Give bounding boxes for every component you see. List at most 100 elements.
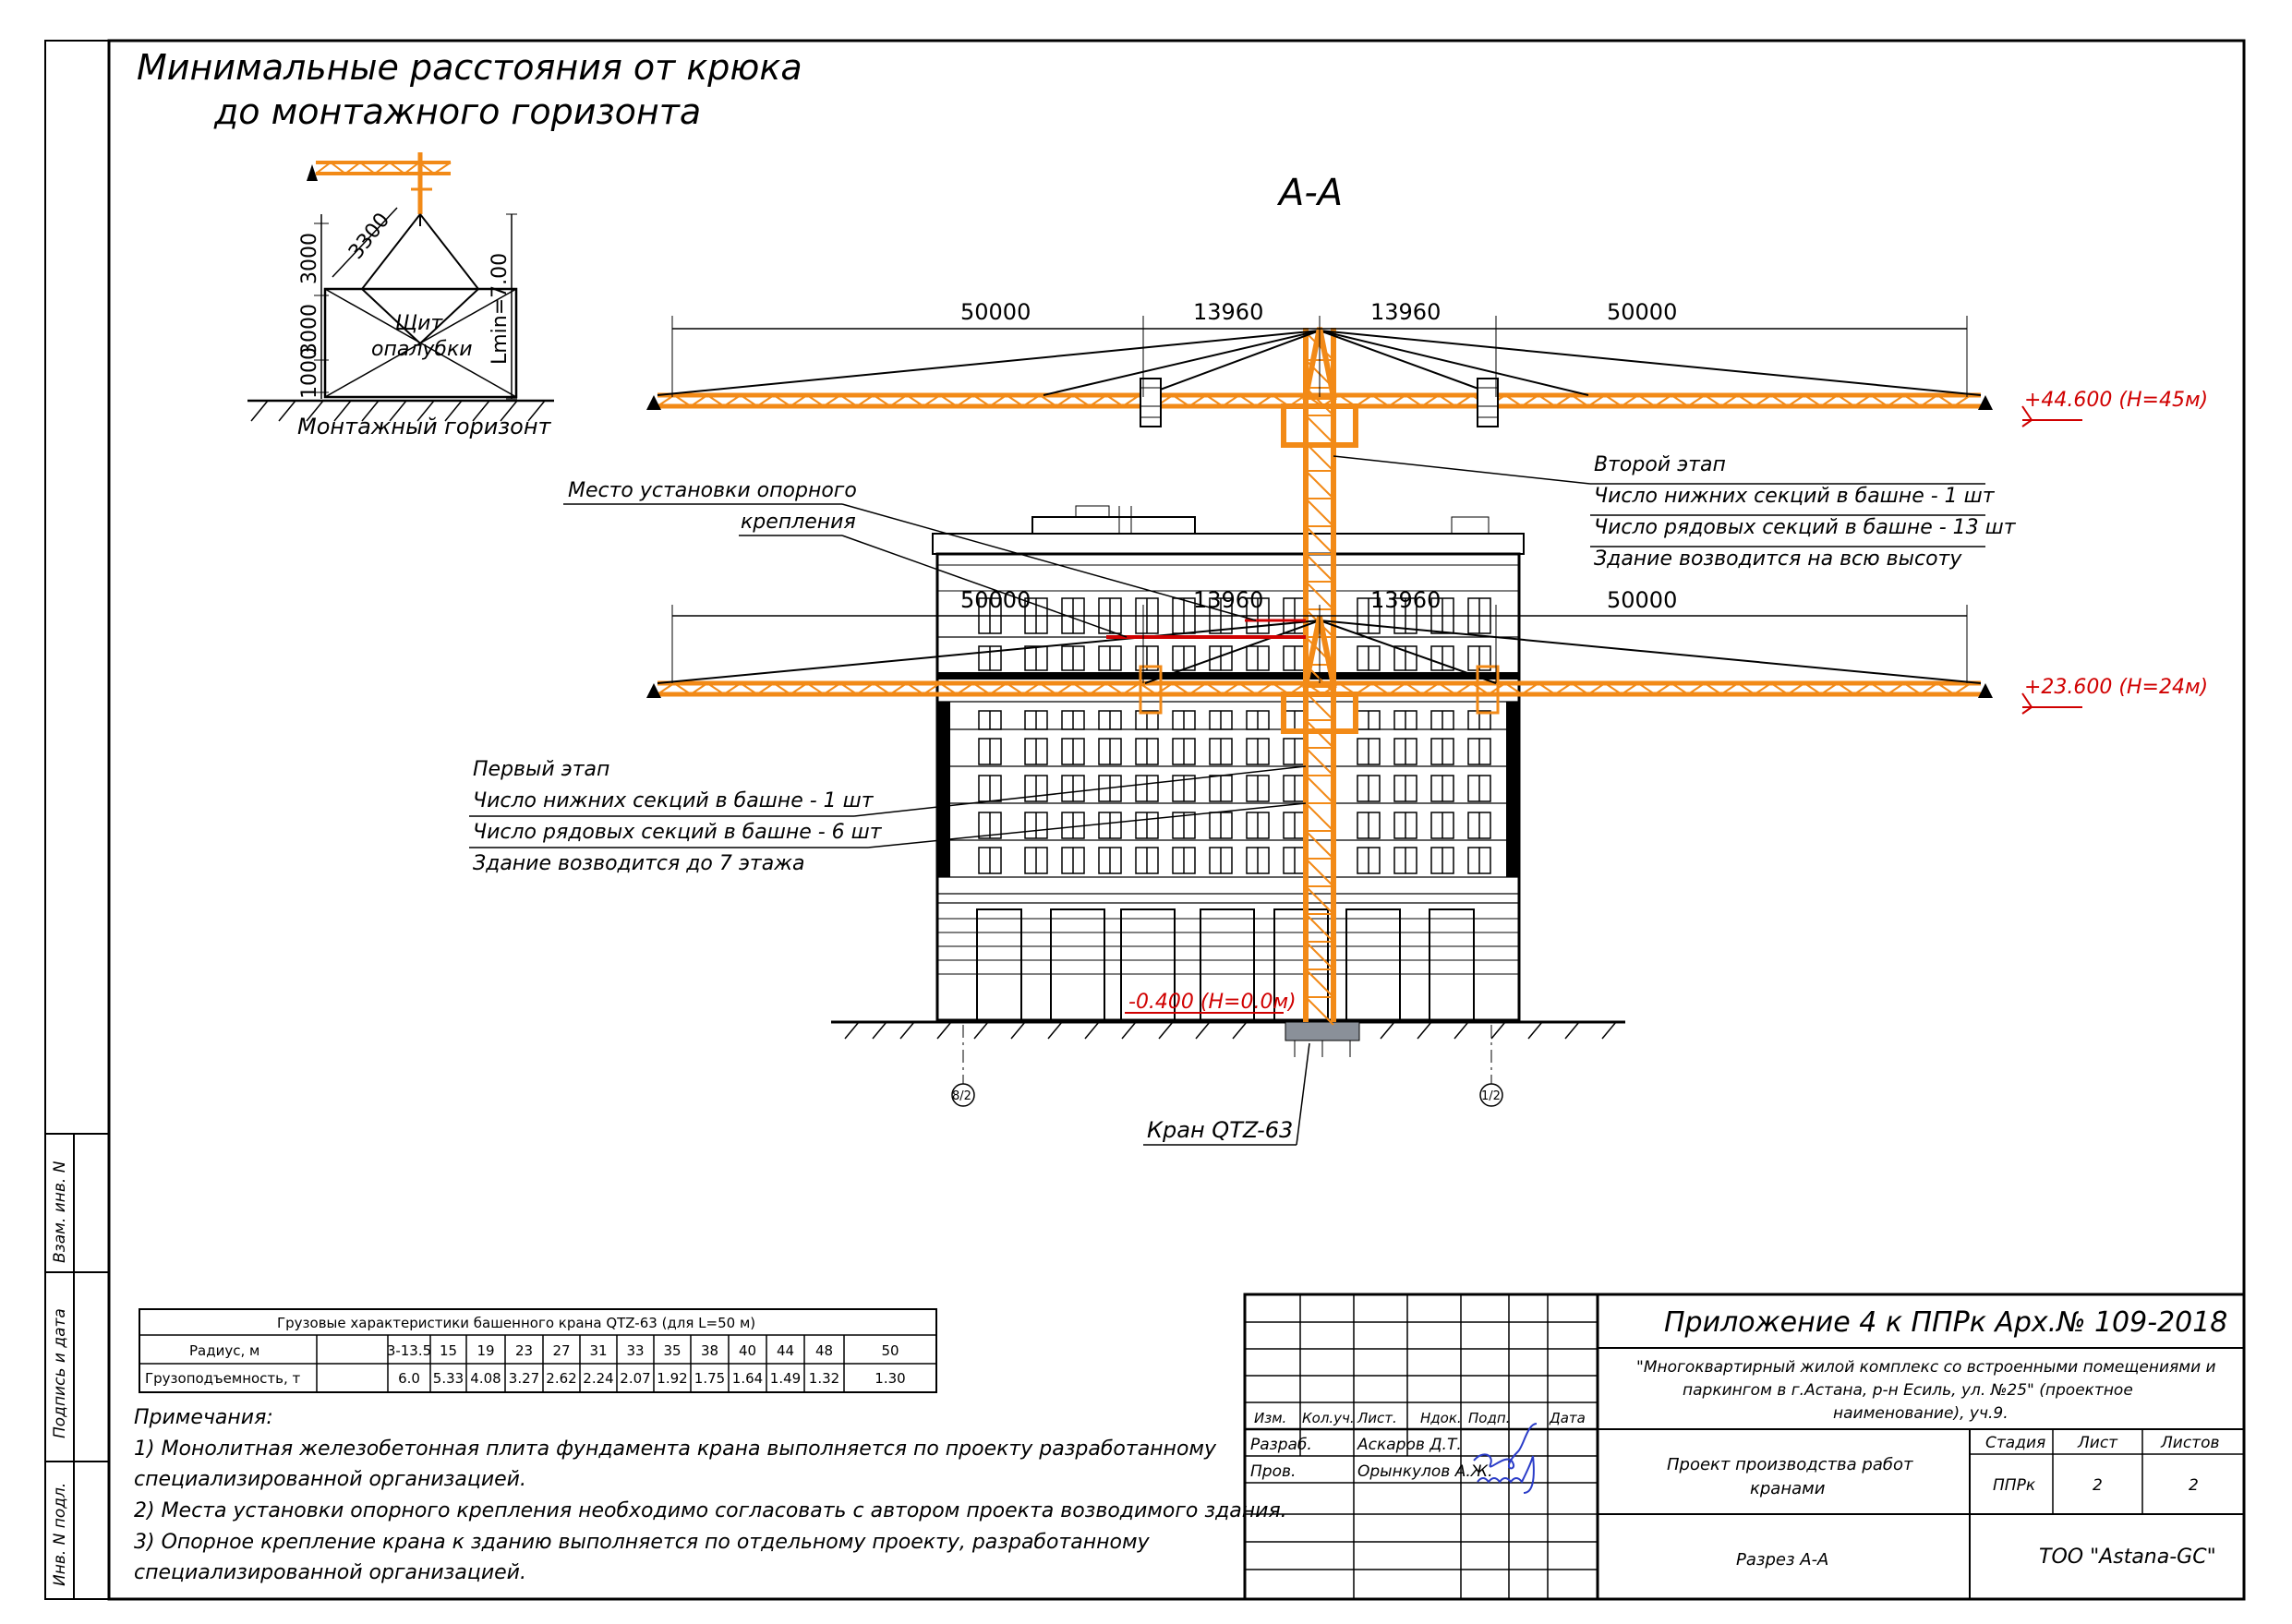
tb-stage-h: Стадия [1985,1434,2045,1452]
elevation-mark-ground: -0.400 (Н=0.0м) [1125,991,1297,1014]
note-line-1: 1) Монолитная железобетонная плита фунда… [134,1438,1217,1461]
radius-cell: 48 [815,1342,833,1359]
capacity-cell: 3.27 [509,1370,539,1387]
title-block: Изм. Кол.уч. Лист. Ндок. Подп. Дата Разр… [1243,1293,2246,1601]
capacity-cell: 6.0 [398,1370,420,1387]
support-label-1: Место установки опорного [568,479,857,502]
upper-dim-1: 50000 [960,299,1031,325]
tb-h-izm: Изм. [1254,1410,1286,1426]
note-line-3: 2) Места установки опорного крепления не… [134,1499,1287,1522]
tb-h-date: Дата [1549,1410,1586,1426]
support-callout: Место установки опорного крепления [563,479,1257,638]
hook-distance-detail: Минимальные расстояния от крюка до монта… [137,47,802,439]
tb-company: ТОО "Astana-GC" [2039,1546,2216,1569]
lower-dimensions: 50000 13960 13960 50000 [671,587,1968,683]
stage1-title: Первый этап [473,758,609,781]
axis-bubble-left [951,1083,975,1107]
stage2-line3: Здание возводится на всю высоту [1594,547,1962,571]
elevation-mark-lower: +23.600 (Н=24м) [2021,676,2208,715]
dim-3000-upper: 3000 [298,233,321,284]
tb-h-ndok: Ндок. [1420,1410,1462,1426]
lower-dim-1: 50000 [960,587,1031,613]
capacity-cell: 1.32 [809,1370,839,1387]
load-table: Грузовые характеристики башенного крана … [139,1308,937,1393]
detail-title-line1: Минимальные расстояния от крюка [137,47,802,88]
axis-right: 1/2 [1481,1089,1501,1103]
tb-sheets-v: 2 [2189,1476,2199,1495]
radius-cell: 23 [515,1342,533,1359]
formwork-shield [323,287,518,399]
notes: Примечания: 1) Монолитная железобетонная… [134,1406,1287,1584]
tb-name-2: Орынкулов А.Ж. [1357,1462,1492,1481]
radius-cell: 38 [701,1342,718,1359]
crane-foundation [1285,1021,1360,1041]
side-stamp: Взам. инв. N Подпись и дата Инв. N подл. [44,1133,110,1600]
upper-dim-2: 13960 [1193,299,1263,325]
capacity-cell: 2.24 [583,1370,613,1387]
upper-dim-3: 13960 [1370,299,1441,325]
radius-cell: 19 [476,1342,494,1359]
crane-label: Кран QTZ-63 [1147,1117,1293,1143]
mark-upper: +44.600 (Н=45м) [2024,389,2208,412]
tb-drawing-name: Разрез А-А [1736,1550,1828,1570]
capacity-cell: 5.33 [433,1370,464,1387]
tb-work-title-1: Проект производства работ [1667,1455,1913,1474]
radius-cell: 33 [626,1342,644,1359]
dim-1000: 1000 [298,347,321,399]
radius-cell: 44 [777,1342,794,1359]
capacity-cell: 4.08 [470,1370,501,1387]
mark-ground: -0.400 (Н=0.0м) [1128,991,1297,1014]
tb-h-list: Лист. [1357,1410,1397,1426]
capacity-cell: 2.07 [620,1370,650,1387]
signature-1 [1473,1423,1538,1470]
section-ground: 8/2 1/2 [831,1020,1625,1107]
tower-crane [646,327,1993,1026]
lower-dim-4: 50000 [1607,587,1677,613]
tb-h-podp: Подп. [1468,1410,1510,1426]
note-line-4: 3) Опорное крепление крана к зданию выпо… [134,1531,1151,1554]
radius-cell: 27 [552,1342,570,1359]
tb-project-3: наименование), уч.9. [1833,1404,2009,1423]
lower-dim-3: 13960 [1370,587,1441,613]
radius-cell: 40 [739,1342,756,1359]
inner-frame [107,39,2246,1601]
note-line-2: специализированной организацией. [134,1468,526,1491]
tb-work-title-2: кранами [1750,1479,1826,1498]
tb-stage-v: ППРк [1993,1476,2036,1495]
stage1-callout: Первый этап Число нижних секций в башне … [469,758,1307,875]
axis-left: 8/2 [952,1089,971,1103]
tb-h-kol: Кол.уч. [1302,1410,1355,1426]
mounting-horizon: Монтажный горизонт [297,414,552,439]
capacity-cell: 1.49 [770,1370,801,1387]
shield-label-1: Щит [395,312,443,335]
tb-project-1: "Многоквартирный жилой комплекс со встро… [1636,1358,2216,1377]
section-title: А-А [1276,172,1343,214]
tb-doc-title: Приложение 4 к ППРк Арх.№ 109-2018 [1664,1306,2227,1339]
stage2-line2: Число рядовых секций в башне - 13 шт [1594,516,2017,539]
mark-lower: +23.600 (Н=24м) [2024,676,2208,699]
stage2-callout: Второй этап Число нижних секций в башне … [1333,453,2017,571]
tb-name-1: Аскаров Д.Т. [1357,1436,1462,1454]
side-stamp-replace: Взам. инв. N [51,1161,69,1263]
side-stamp-inv: Инв. N подл. [51,1483,69,1586]
upper-dimensions: 50000 13960 13960 50000 [671,299,1968,397]
notes-title: Примечания: [134,1406,273,1429]
capacity-cell: 2.62 [546,1370,576,1387]
load-row1-label: Радиус, м [189,1342,259,1359]
radius-cell: 15 [440,1342,457,1359]
tb-sheets-h: Листов [2160,1434,2220,1452]
note-line-5: специализированной организацией. [134,1561,526,1584]
stage1-line1: Число нижних секций в башне - 1 шт [473,789,875,812]
support-label-2: крепления [741,511,856,534]
stage1-line3: Здание возводится до 7 этажа [473,852,805,875]
axis-bubble-right [1479,1083,1503,1107]
detail-crane-jib [307,152,452,214]
capacity-cell: 1.92 [657,1370,687,1387]
side-stamp-sign: Подпись и дата [51,1308,69,1438]
building-facade [932,505,1525,1022]
capacity-cell: 1.75 [694,1370,725,1387]
dim-lmin: Lmin=7.00 [489,253,512,365]
signature-2 [1477,1455,1535,1494]
radius-cell: 31 [589,1342,607,1359]
